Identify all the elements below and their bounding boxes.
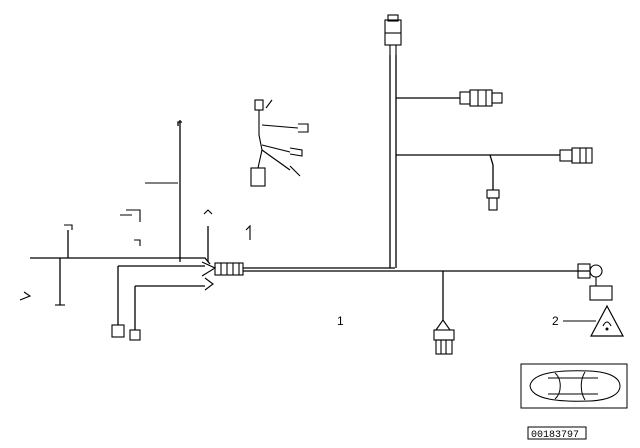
top-connector xyxy=(384,14,402,55)
car-outline-icon xyxy=(520,363,628,409)
junction-connector xyxy=(201,261,244,291)
left-connectors xyxy=(19,182,251,341)
callout-2: 2 xyxy=(552,314,559,328)
drop-connector-small xyxy=(486,189,500,211)
vertical-harness-trunk xyxy=(389,55,560,320)
bottom-center-connector xyxy=(433,319,455,355)
upper-branch-connector xyxy=(459,89,503,107)
callout-1: 1 xyxy=(337,314,344,328)
part-code-box xyxy=(527,426,587,440)
floating-sub-harness xyxy=(250,99,309,187)
warning-triangle-icon xyxy=(590,304,624,337)
middle-branch-connector xyxy=(559,147,593,164)
main-harness-trunk xyxy=(30,120,590,330)
part-code: 00183797 xyxy=(531,430,579,441)
right-end-connector xyxy=(577,263,613,301)
